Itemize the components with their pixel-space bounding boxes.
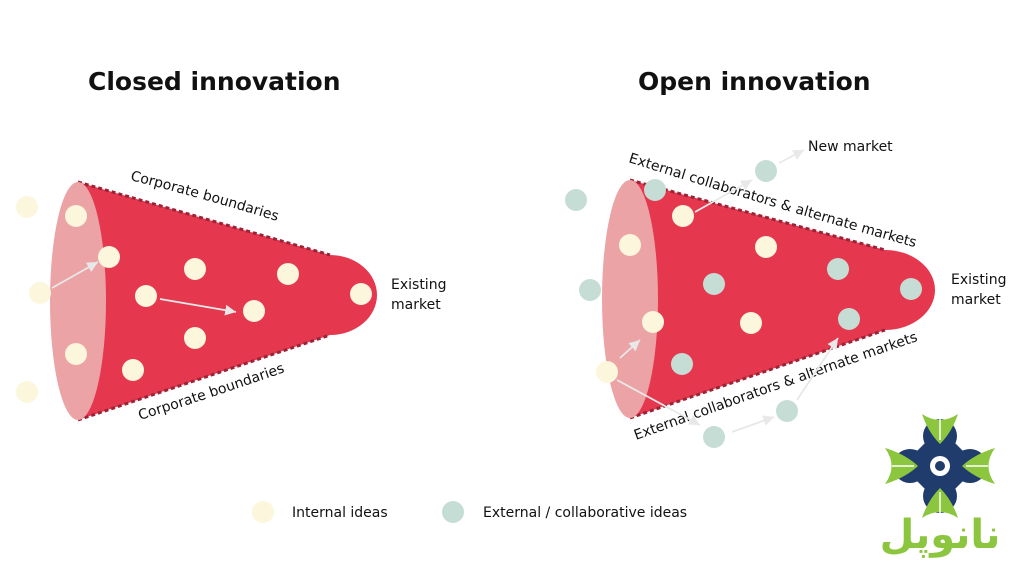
open-external-market <box>900 278 922 300</box>
open-external-2 <box>703 273 725 295</box>
open-external-3 <box>671 353 693 375</box>
legend-external-label: External / collaborative ideas <box>483 505 687 521</box>
open-external-outside-2 <box>579 279 601 301</box>
closed-title: Closed innovation <box>88 67 341 96</box>
legend-internal-swatch <box>252 501 274 523</box>
closed-idea-3 <box>65 343 87 365</box>
open-external-4 <box>827 258 849 280</box>
open-external-collab-1 <box>703 426 725 448</box>
open-arrow-entry <box>619 339 641 359</box>
open-idea-6 <box>596 361 618 383</box>
open-innovation-panel: Open innovation External collaborators &… <box>565 67 1006 448</box>
open-external-collab-2 <box>776 400 798 422</box>
closed-idea-1 <box>65 205 87 227</box>
closed-innovation-panel: Closed innovation Corporate boundaries C… <box>16 67 446 424</box>
nanopol-logo: نانوپل <box>880 414 1001 558</box>
open-upper-boundary-line <box>629 178 886 252</box>
closed-idea-outside-2 <box>29 282 51 304</box>
legend-external-swatch <box>442 501 464 523</box>
open-external-1 <box>644 179 666 201</box>
open-idea-5 <box>740 312 762 334</box>
open-title: Open innovation <box>638 67 871 96</box>
open-external-new-market <box>755 160 777 182</box>
open-arrow-collab-2 <box>796 337 839 401</box>
open-market-line2: market <box>951 292 1001 308</box>
closed-idea-8 <box>243 300 265 322</box>
open-market-line1: Existing <box>951 272 1006 288</box>
closed-idea-2 <box>98 246 120 268</box>
open-new-market-label: New market <box>808 139 893 155</box>
closed-funnel-mouth <box>50 182 106 420</box>
open-idea-1 <box>672 205 694 227</box>
open-arrow-to-new-market-1 <box>694 179 753 213</box>
closed-idea-5 <box>122 359 144 381</box>
closed-market-line1: Existing <box>391 277 446 293</box>
closed-idea-4 <box>135 285 157 307</box>
open-arrow-collab-1 <box>731 415 775 433</box>
open-external-5 <box>838 308 860 330</box>
open-external-outside-1 <box>565 189 587 211</box>
open-lower-boundary-line <box>629 328 886 420</box>
closed-upper-boundary-line <box>77 180 331 257</box>
closed-funnel-body <box>78 182 377 420</box>
legend: Internal ideas External / collaborative … <box>252 501 687 523</box>
open-funnel-mouth <box>602 180 658 418</box>
open-idea-2 <box>619 234 641 256</box>
closed-idea-9 <box>277 263 299 285</box>
closed-idea-6 <box>184 258 206 280</box>
closed-idea-outside-1 <box>16 196 38 218</box>
logo-wordmark: نانوپل <box>880 512 1001 558</box>
closed-idea-7 <box>184 327 206 349</box>
closed-market-line2: market <box>391 297 441 313</box>
open-idea-3 <box>755 236 777 258</box>
open-arrow-exit-lower <box>616 379 701 426</box>
open-arrow-to-new-market-2 <box>778 149 805 164</box>
open-funnel-body <box>630 180 935 418</box>
logo-emblem-icon <box>885 414 995 518</box>
legend-internal-label: Internal ideas <box>292 505 388 521</box>
closed-arrow-internal <box>159 298 237 316</box>
closed-arrow-entry <box>51 261 99 289</box>
closed-idea-10 <box>350 283 372 305</box>
closed-lower-boundary-line <box>77 333 331 422</box>
closed-idea-outside-3 <box>16 381 38 403</box>
open-idea-4 <box>642 311 664 333</box>
